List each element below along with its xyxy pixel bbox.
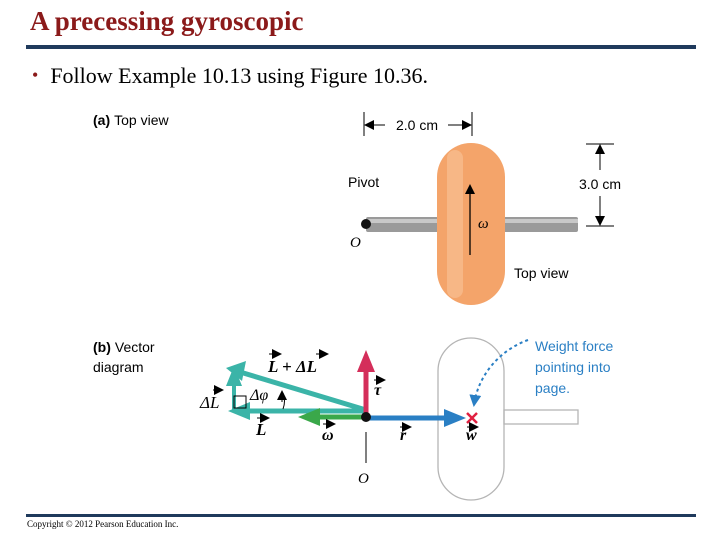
bullet-dot-icon: • xyxy=(32,65,39,85)
part-b-label: (b)Vector xyxy=(93,339,155,355)
height-dimension: 3.0 cm xyxy=(579,143,621,227)
origin-point-b xyxy=(361,412,371,422)
pivot-label: Pivot xyxy=(348,174,379,190)
right-angle-marker xyxy=(233,395,247,409)
bullet-item: • Follow Example 10.13 using Figure 10.36… xyxy=(32,63,428,89)
origin-label-b: O xyxy=(358,471,369,487)
part-b-label-line2: diagram xyxy=(93,359,144,375)
L-plus-dL-label: L + ΔL xyxy=(267,357,317,376)
copyright-notice: Copyright © 2012 Pearson Education Inc. xyxy=(27,519,179,529)
L-arrow xyxy=(228,402,366,420)
title-divider xyxy=(26,45,696,49)
r-arrow xyxy=(366,409,466,427)
vector-overbars xyxy=(213,349,479,432)
omega-arrow-b xyxy=(298,408,366,426)
weight-note-line2: pointing into xyxy=(535,359,611,375)
dphi-arc xyxy=(282,392,285,410)
part-a-label: (a)Top view xyxy=(93,112,169,128)
bullet-text: Follow Example 10.13 using Figure 10.36. xyxy=(50,63,428,88)
w-label: w xyxy=(466,427,477,444)
tau-label: τ xyxy=(374,382,382,399)
omega-label-b: ω xyxy=(322,427,334,444)
tau-arrow xyxy=(357,350,375,416)
weight-note-line3: page. xyxy=(535,380,570,396)
pivot-point xyxy=(361,219,371,229)
omega-label-a: ω xyxy=(478,216,489,232)
L-label: L xyxy=(255,420,266,439)
origin-label-a: O xyxy=(350,235,361,251)
dphi-label: Δφ xyxy=(249,387,268,404)
disk-highlight xyxy=(447,150,463,298)
axle-outline xyxy=(503,409,579,425)
width-dimension-label: 2.0 cm xyxy=(396,117,438,133)
height-dimension-label: 3.0 cm xyxy=(579,176,621,192)
weight-x-mark xyxy=(466,412,478,424)
slide-title: A precessing gyroscopic xyxy=(30,6,304,36)
width-dimension: 2.0 cm xyxy=(363,112,473,136)
weight-note-line1: Weight force xyxy=(535,338,614,354)
footer-divider xyxy=(26,514,696,517)
dL-label: ΔL xyxy=(199,393,219,412)
weight-pointer xyxy=(469,339,529,407)
r-label: r xyxy=(400,427,407,444)
top-view-caption: Top view xyxy=(514,265,569,281)
